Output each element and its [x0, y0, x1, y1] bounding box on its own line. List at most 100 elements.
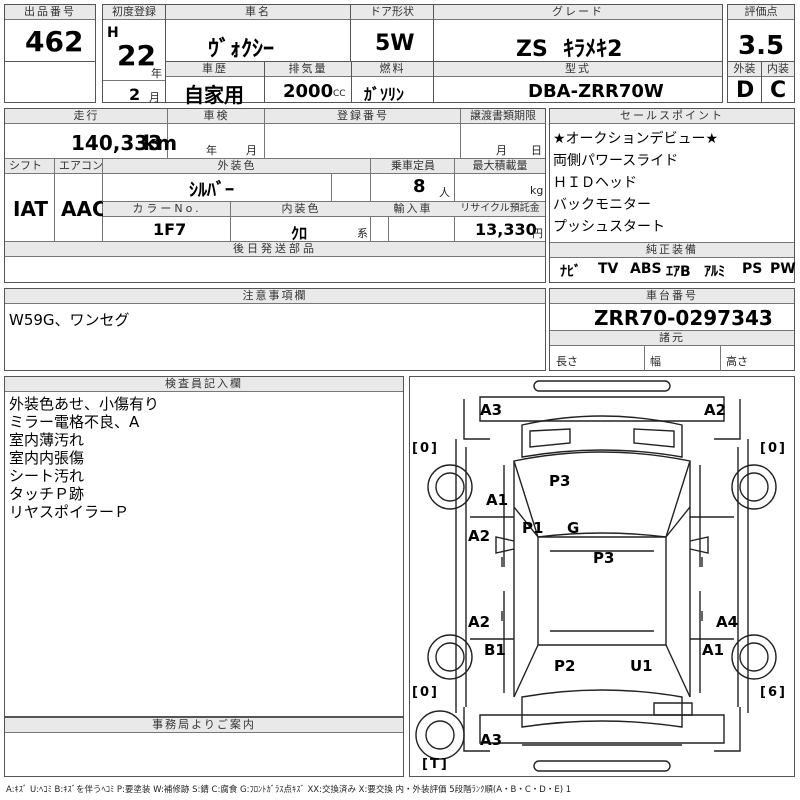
- equipment-item: ABS: [630, 261, 662, 277]
- sales-point-item: ★オークションデビュー★: [553, 131, 719, 147]
- tire-front-right-value: 0: [767, 441, 779, 456]
- mileage: 140,333: [71, 131, 163, 155]
- divider: [167, 109, 168, 158]
- divider: [460, 109, 461, 158]
- transfer-month-unit: 月: [496, 144, 507, 157]
- recycle-fee: 13,330: [475, 220, 537, 239]
- inspector-note: 室内薄汚れ: [9, 431, 85, 449]
- car-name-label: 車名: [166, 5, 350, 20]
- registration-year: 22: [117, 39, 156, 72]
- divider: [550, 330, 794, 331]
- inspector-note: ミラー電格不良、A: [9, 413, 140, 431]
- damage-mark: A1: [486, 491, 509, 509]
- car-diagram: A3 A2 P3 A1 P1 G A2 P3 A2 A4 B1 A1 P2 U1…: [409, 376, 795, 777]
- caution-box: 注意事項欄 W59G、ワンセグ: [4, 288, 546, 371]
- spare-tire: [T]: [422, 757, 449, 772]
- car-outline-drawing: [415, 380, 777, 772]
- grade: ZS ｷﾗﾒｷ2: [516, 37, 623, 62]
- later-parts-label: 後日発送部品: [5, 242, 545, 257]
- ac-value: AAC: [61, 197, 107, 221]
- exterior-color-label: 外装色: [103, 159, 371, 174]
- model-cell: 型式 DBA-ZRR70W: [433, 61, 723, 103]
- damage-mark: P1: [522, 519, 544, 537]
- model-label: 型式: [434, 62, 722, 77]
- displacement-unit: CC: [333, 89, 346, 99]
- inspector-note: リヤスポイラーＰ: [9, 503, 130, 521]
- inspection-label: 車検: [168, 109, 265, 124]
- history: 自家用: [184, 83, 244, 107]
- equipment-item: PW: [770, 261, 796, 277]
- damage-mark: A4: [716, 613, 739, 631]
- divider: [5, 158, 545, 159]
- interior-score: C: [770, 78, 787, 103]
- tire-front-right: [0]: [760, 441, 787, 456]
- sales-points-label: セールスポイント: [550, 109, 794, 124]
- divider: [54, 158, 55, 241]
- damage-mark: P3: [549, 472, 571, 490]
- shift-label: シフト: [5, 159, 55, 174]
- history-cell: 車歴 自家用: [165, 61, 265, 107]
- specs-label: 諸元: [550, 331, 794, 346]
- lot-number-cell: 出品番号 462: [4, 4, 96, 62]
- inspector-note: タッチＰ跡: [9, 485, 85, 503]
- equipment-item: TV: [598, 261, 619, 277]
- history-label: 車歴: [166, 62, 264, 77]
- capacity-label: 乗車定員: [371, 159, 455, 174]
- damage-mark: P2: [554, 657, 576, 675]
- car-name-cell: 車名 ｳﾞｫｸｼｰ: [165, 4, 351, 62]
- office-box: 事務局よりご案内: [4, 717, 404, 777]
- length-label: 長さ: [556, 355, 578, 368]
- tire-front-left: [0]: [412, 441, 439, 456]
- divider: [264, 109, 265, 158]
- inspector-box: 検査員記入欄 外装色あせ、小傷有り ミラー電格不良、A 室内薄汚れ 室内内張傷 …: [4, 376, 404, 717]
- door-type: 5W: [375, 31, 415, 56]
- lot-number-lower: [4, 61, 96, 103]
- exterior-score-cell: 外装 D: [727, 61, 762, 103]
- tire-rear-right-value: 6: [767, 685, 779, 700]
- tire-rear-left-value: 0: [419, 685, 431, 700]
- sales-point-item: ＨＩＤヘッド: [553, 175, 637, 191]
- capacity-unit: 人: [439, 186, 450, 199]
- caution-label: 注意事項欄: [5, 289, 545, 304]
- height-label: 高さ: [726, 355, 748, 368]
- interior-score-cell: 内装 C: [761, 61, 795, 103]
- interior-color-unit: 系: [357, 227, 368, 240]
- office-label: 事務局よりご案内: [5, 718, 403, 733]
- inspector-note: 室内内張傷: [9, 449, 85, 467]
- inspector-note: シート汚れ: [9, 467, 85, 485]
- caution-text: W59G、ワンセグ: [9, 311, 130, 329]
- divider: [102, 158, 103, 241]
- tire-rear-left: [0]: [412, 685, 439, 700]
- damage-mark: G: [567, 519, 580, 537]
- color-number: 1F7: [153, 220, 187, 239]
- displacement: 2000: [283, 81, 334, 102]
- grade-cell: グレード ZS ｷﾗﾒｷ2: [433, 4, 723, 62]
- exterior-color: ｼﾙﾊﾞｰ: [189, 180, 234, 201]
- score-cell: 評価点 3.5: [727, 4, 795, 62]
- lot-number-label: 出品番号: [5, 5, 95, 20]
- divider: [720, 346, 721, 371]
- registration-month: 2: [129, 85, 141, 104]
- spec-table: 走行 車検 登録番号 譲渡書類期限 140,333 km 年 月 月 日 シフト…: [4, 108, 546, 283]
- divider: [644, 346, 645, 371]
- damage-mark: A3: [480, 401, 503, 419]
- divider: [5, 241, 545, 242]
- mileage-unit: km: [143, 131, 178, 155]
- transfer-deadline-label: 譲渡書類期限: [461, 109, 545, 124]
- equipment-item: ｱﾙﾐ: [704, 264, 725, 280]
- first-registration-cell: 初度登録 H 22 年 2 月: [102, 4, 166, 104]
- damage-mark: P3: [593, 549, 615, 567]
- first-registration-label: 初度登録: [103, 5, 165, 20]
- interior-color-label: 内装色: [231, 202, 371, 217]
- era: H: [107, 25, 119, 41]
- damage-mark: A2: [468, 527, 491, 545]
- mileage-label: 走行: [5, 109, 168, 124]
- sales-point-item: プッシュスタート: [553, 219, 665, 235]
- exterior-label: 外装: [728, 62, 761, 77]
- lot-number: 462: [25, 25, 84, 58]
- legend: A:ｷｽﾞ U:ﾍｺﾐ B:ｷｽﾞを伴うﾍｺﾐ P:要塗装 W:補修跡 S:錆 …: [6, 785, 572, 795]
- recycle-unit: 円: [532, 227, 543, 240]
- sales-point-item: 両側パワースライド: [553, 153, 679, 169]
- transfer-day-unit: 日: [531, 144, 542, 157]
- equipment-item: PS: [742, 261, 763, 277]
